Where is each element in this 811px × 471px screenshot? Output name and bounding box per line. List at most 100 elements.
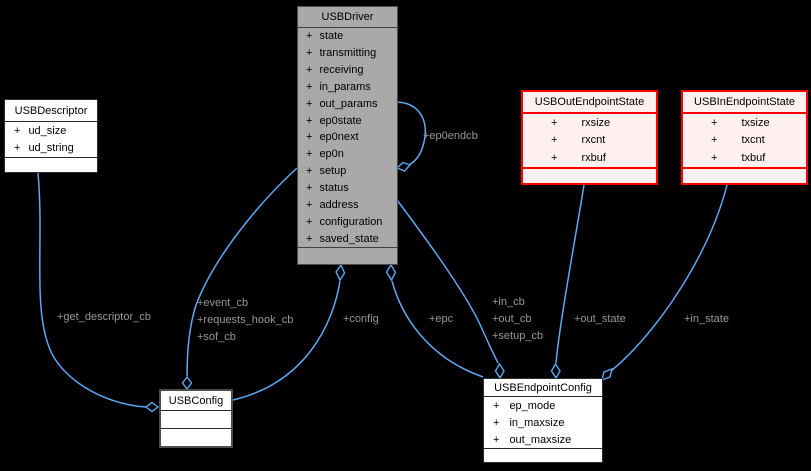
edge-in-state bbox=[610, 184, 728, 372]
field-name: ud_string bbox=[28, 142, 74, 155]
diamond-in-cb bbox=[494, 362, 505, 380]
field-name: txcnt bbox=[741, 134, 765, 147]
edge-label-event-cb: +event_cb bbox=[197, 297, 249, 309]
field-row: +txsize bbox=[683, 114, 806, 132]
diamond-out-state bbox=[550, 362, 561, 380]
visibility-plus: + bbox=[14, 142, 21, 155]
field-name: transmitting bbox=[319, 47, 377, 60]
field-row: + ud_string bbox=[5, 140, 97, 158]
edge-get-descriptor-cb bbox=[37, 172, 147, 408]
field-row: + receiving bbox=[298, 62, 397, 79]
visibility-plus: + bbox=[306, 47, 313, 60]
edge-label-sof-cb: +sof_cb bbox=[197, 331, 236, 343]
visibility-plus: + bbox=[551, 134, 558, 147]
edge-label-out-state: +out_state bbox=[574, 313, 626, 325]
class-fields: +state +transmitting +receiving +in_para… bbox=[298, 28, 397, 247]
field-name: rxsize bbox=[581, 116, 611, 129]
class-box-usboutendpointstate[interactable]: USBOutEndpointState + rxsize + rxcnt + rxbu… bbox=[521, 90, 658, 185]
edge-label-setup-cb: +setup_cb bbox=[492, 330, 544, 342]
field-name: address bbox=[319, 198, 359, 211]
field-name: out_maxsize bbox=[509, 433, 572, 446]
field-name: txbuf bbox=[741, 151, 766, 164]
field-row: + out_maxsize bbox=[484, 431, 602, 448]
visibility-plus: + bbox=[306, 131, 313, 144]
visibility-plus: + bbox=[551, 116, 558, 129]
edge-out-state bbox=[555, 184, 585, 364]
edge-label-epc: +epc bbox=[429, 313, 454, 325]
class-empty-section bbox=[161, 428, 231, 446]
field-name: ep_mode bbox=[509, 399, 556, 412]
class-name: USBEndpointConfig bbox=[484, 379, 602, 397]
diamond-in-state bbox=[600, 367, 614, 382]
field-name: out_params bbox=[319, 97, 378, 110]
field-name: setup bbox=[319, 165, 347, 178]
field-row: +state bbox=[298, 28, 397, 45]
field-row: + status bbox=[298, 180, 397, 197]
visibility-plus: + bbox=[306, 97, 313, 110]
field-name: in_params bbox=[319, 80, 371, 93]
diamond-event-cb bbox=[181, 375, 193, 391]
visibility-plus: + bbox=[306, 64, 313, 77]
edge-label-ep0endcb: +ep0endcb bbox=[423, 130, 478, 142]
class-fields: + rxsize + rxcnt + rxbuf bbox=[523, 114, 656, 167]
field-row: + rxsize bbox=[523, 114, 656, 132]
edge-ep0endcb bbox=[396, 101, 426, 166]
diamond-config bbox=[335, 263, 346, 282]
class-name: USBDriver bbox=[298, 7, 397, 28]
field-name: receiving bbox=[319, 64, 364, 77]
visibility-plus: + bbox=[493, 416, 500, 429]
field-row: + address bbox=[298, 196, 397, 213]
field-name: ep0state bbox=[319, 114, 362, 127]
class-empty-section bbox=[484, 448, 602, 462]
visibility-plus: + bbox=[306, 182, 313, 195]
edge-config bbox=[232, 280, 341, 401]
visibility-plus: + bbox=[306, 114, 313, 127]
visibility-plus: + bbox=[306, 165, 313, 178]
class-name: USBOutEndpointState bbox=[523, 92, 656, 114]
field-row: + rxbuf bbox=[523, 149, 656, 167]
field-row: +configuration bbox=[298, 213, 397, 230]
visibility-plus: + bbox=[14, 124, 21, 137]
field-row: + ep_mode bbox=[484, 397, 602, 414]
edge-label-out-cb: +out_cb bbox=[492, 313, 532, 325]
field-name: ud_size bbox=[28, 124, 67, 137]
class-name: USBConfig bbox=[161, 391, 231, 411]
class-empty-section bbox=[161, 411, 231, 428]
visibility-plus: + bbox=[306, 215, 313, 228]
visibility-plus: + bbox=[306, 30, 313, 43]
diamond-ep0endcb bbox=[395, 161, 412, 172]
field-row: + out_params bbox=[298, 95, 397, 112]
class-fields: + ep_mode + in_maxsize + out_maxsize bbox=[484, 397, 602, 448]
field-name: status bbox=[319, 182, 349, 195]
class-box-usbendpointconfig[interactable]: USBEndpointConfig + ep_mode + in_maxsize +… bbox=[483, 378, 603, 463]
class-box-usbconfig[interactable]: USBConfig bbox=[159, 389, 233, 448]
field-name: rxcnt bbox=[581, 134, 606, 147]
diamond-get-descriptor-cb bbox=[144, 401, 160, 413]
field-row: + setup bbox=[298, 163, 397, 180]
class-name: USBDescriptor bbox=[5, 100, 97, 122]
field-row: +in_params bbox=[298, 79, 397, 96]
field-name: txsize bbox=[741, 116, 770, 129]
visibility-plus: + bbox=[306, 198, 313, 211]
edge-in-cb bbox=[396, 199, 499, 364]
visibility-plus: + bbox=[493, 433, 500, 446]
edge-label-requests-hook-cb: +requests_hook_cb bbox=[197, 314, 294, 326]
class-box-usbdriver[interactable]: USBDriver +state + transmitting + receivin… bbox=[297, 6, 398, 265]
field-name: ep0n bbox=[319, 148, 344, 161]
field-name: rxbuf bbox=[581, 151, 606, 164]
class-box-usbinendpointstate[interactable]: USBInEndpointState +txsize +txcnt +txbuf bbox=[681, 90, 808, 185]
field-row: + ep0next bbox=[298, 129, 397, 146]
edge-epc bbox=[391, 280, 484, 378]
field-name: ep0next bbox=[319, 131, 359, 144]
class-empty-section bbox=[683, 166, 806, 183]
class-empty-section bbox=[5, 157, 97, 172]
field-row: + in_maxsize bbox=[484, 414, 602, 431]
field-row: +ep0n bbox=[298, 146, 397, 163]
class-box-usbdescriptor[interactable]: USBDescriptor + ud_size + ud_string bbox=[4, 99, 98, 173]
field-row: + ud_size bbox=[5, 122, 97, 140]
visibility-plus: + bbox=[551, 151, 558, 164]
edge-label-in-cb: +in_cb bbox=[492, 296, 525, 308]
field-name: in_maxsize bbox=[509, 416, 565, 429]
visibility-plus: + bbox=[493, 399, 500, 412]
